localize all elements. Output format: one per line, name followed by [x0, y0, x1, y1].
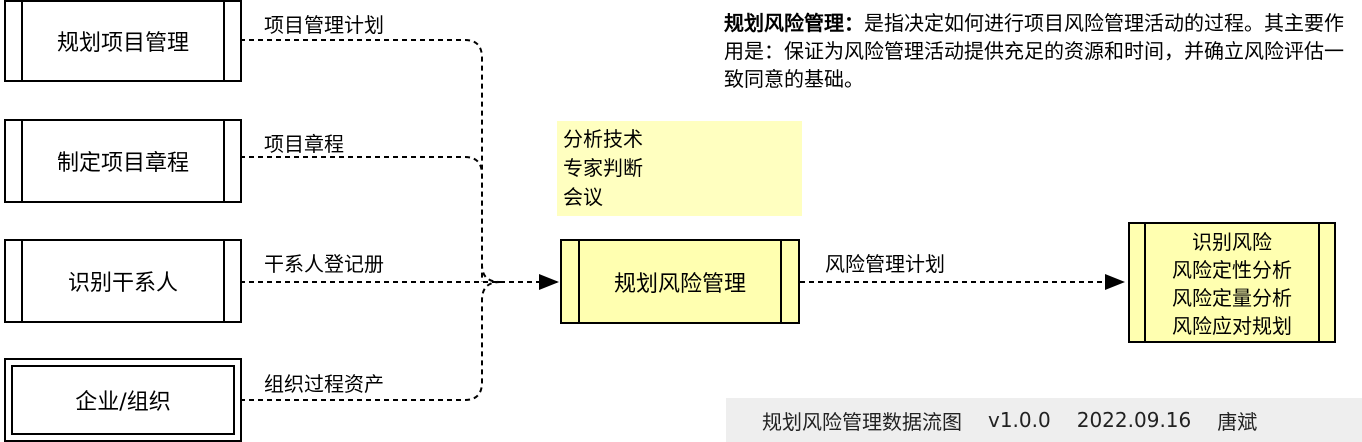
description-body: 是指决定如何进行项目风险管理活动的过程。其主要作用是：保证为风险管理活动提供充足… — [724, 11, 1344, 91]
entity-label: 企业/组织 — [75, 390, 171, 415]
tool-item: 分析技术 — [563, 127, 643, 151]
process-plan-risk-management: 规划风险管理 — [560, 239, 800, 324]
process-label: 规划风险管理 — [613, 271, 746, 297]
process-output-risk-processes: 识别风险 风险定性分析 风险定量分析 风险应对规划 — [1128, 222, 1336, 343]
process-label: 规划项目管理 — [56, 31, 189, 56]
flow-label-charter: 项目章程 — [264, 132, 344, 156]
tool-item: 会议 — [563, 185, 603, 209]
output-item: 识别风险 — [1192, 230, 1272, 254]
description-text: 规划风险管理：是指决定如何进行项目风险管理活动的过程。其主要作用是：保证为风险管… — [724, 9, 1344, 93]
description-term: 规划风险管理： — [724, 11, 864, 35]
footer-bar: 规划风险管理数据流图 v1.0.0 2022.09.16 唐斌 — [726, 398, 1362, 442]
process-label: 制定项目章程 — [56, 151, 189, 176]
flow-line-charter — [240, 156, 483, 282]
flow-label-project-plan: 项目管理计划 — [264, 13, 384, 37]
process-label: 识别干系人 — [67, 271, 178, 296]
footer-title: 规划风险管理数据流图 — [762, 409, 962, 434]
process-develop-project-charter: 制定项目章程 — [4, 119, 242, 203]
flow-label-stakeholder-register: 干系人登记册 — [264, 252, 384, 276]
process-identify-stakeholders: 识别干系人 — [4, 239, 242, 323]
flow-line-project-plan — [240, 39, 501, 283]
output-item: 风险定性分析 — [1172, 258, 1292, 282]
flow-label-org-assets: 组织过程资产 — [264, 372, 384, 396]
entity-enterprise-organization: 企业/组织 — [4, 358, 242, 442]
flow-line-org-assets — [240, 281, 501, 401]
footer-version: v1.0.0 — [988, 408, 1051, 432]
process-plan-project-management: 规划项目管理 — [4, 0, 242, 82]
output-item: 风险应对规划 — [1172, 314, 1292, 338]
flow-label-risk-plan: 风险管理计划 — [825, 252, 945, 276]
tools-techniques-box: 分析技术 专家判断 会议 — [557, 121, 802, 216]
tool-item: 专家判断 — [563, 156, 643, 180]
footer-date: 2022.09.16 — [1076, 408, 1192, 432]
footer-author: 唐斌 — [1217, 409, 1258, 434]
output-item: 风险定量分析 — [1172, 286, 1292, 310]
